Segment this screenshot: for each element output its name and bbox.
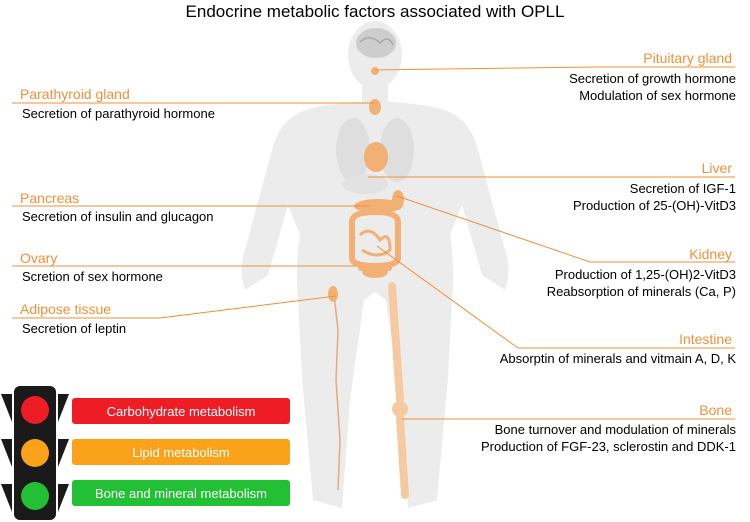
legend-carbohydrate: Carbohydrate metabolism [72,398,290,424]
blood-vessel-icon [332,285,341,491]
orange-light [21,439,49,467]
kidney-connector [396,195,735,263]
pituitary-description: Secretion of growth hormone Modulation o… [569,71,736,103]
heart-icon [364,142,388,172]
bone-label: Bone [699,402,732,418]
pancreas-label: Pancreas [20,190,80,206]
liver-description: Secretion of IGF-1 Production of 25-(OH)… [572,181,736,213]
kidney-icon [392,190,404,210]
small-intestine-icon [358,229,392,257]
legend-lipid: Lipid metabolism [72,439,290,465]
intestine-connector [376,245,735,349]
adipose-description: Secretion of leptin [22,321,127,336]
pituitary-icon [371,67,379,75]
pituitary-connector [374,66,735,71]
leg-bones-icon [388,282,409,499]
adipose-connector [12,295,337,319]
ovary-description: Scretion of sex hormone [22,269,163,284]
green-light [21,482,49,510]
lungs-icon [336,118,414,182]
ovary-label: Ovary [20,250,58,266]
intestine-label: Intestine [679,331,732,347]
adipose-icon [328,286,338,302]
brain-icon [356,28,396,58]
liver-label: Liver [701,160,732,176]
parathyroid-description: Secretion of parathyroid hormone [22,106,215,121]
bone-description: Bone turnover and modulation of minerals… [480,422,736,454]
kidney-description: Production of 1,25-(OH)2-VitD3 Reabsorpt… [546,267,736,299]
red-light [21,396,49,424]
traffic-light-icon [1,386,69,520]
knee-icon [392,401,408,417]
kidney-label: Kidney [689,246,732,262]
legend-bone-mineral: Bone and mineral metabolism [72,480,290,506]
adipose-label: Adipose tissue [20,301,112,317]
parathyroid-label: Parathyroid gland [20,86,130,102]
colon-icon [349,208,401,270]
diagram-title: Endocrine metabolic factors associated w… [185,2,565,21]
pancreas-description: Secretion of insulin and glucagon [22,209,214,224]
pituitary-label: Pituitary gland [643,50,732,66]
pelvis-ovary-icon [358,265,392,278]
intestine-description: Absorptin of minerals and vitmain A, D, … [499,351,736,366]
liver-icon [342,174,388,194]
